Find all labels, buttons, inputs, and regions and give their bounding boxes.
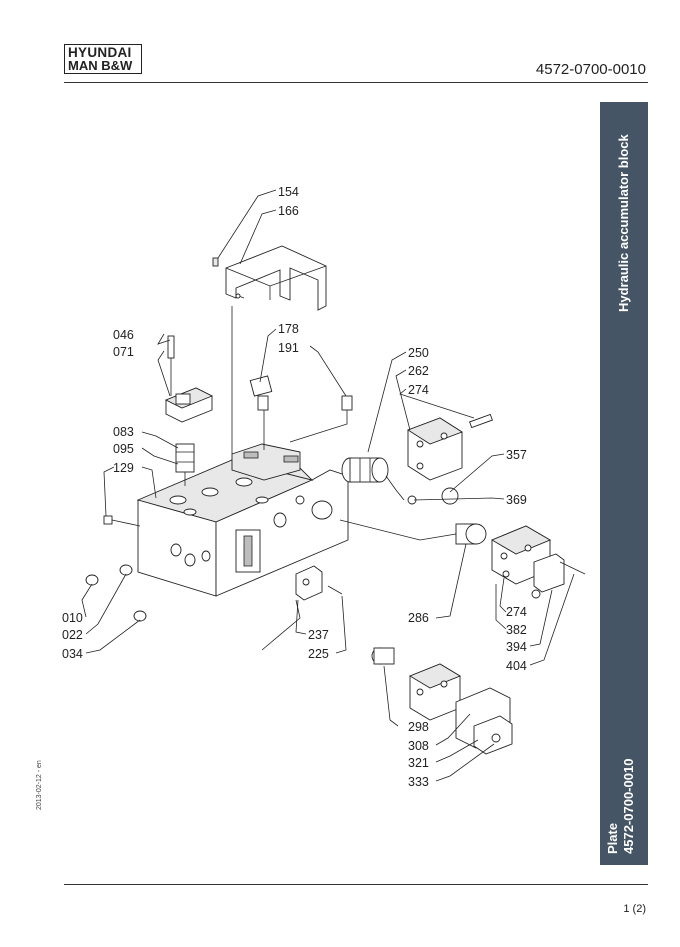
callout-333: 333	[408, 775, 429, 789]
footer-divider	[64, 884, 648, 885]
callout-022: 022	[62, 628, 83, 642]
callout-298: 298	[408, 720, 429, 734]
callout-046: 046	[113, 328, 134, 342]
logo-line-1: HYUNDAI	[68, 45, 132, 60]
cartridge-286	[455, 523, 487, 545]
callout-308: 308	[408, 739, 429, 753]
callout-262: 262	[408, 364, 429, 378]
screw-129	[103, 515, 141, 527]
callout-166: 166	[278, 204, 299, 218]
callout-071: 071	[113, 345, 134, 359]
callout-369: 369	[506, 493, 527, 507]
callout-404: 404	[506, 659, 527, 673]
logo-line-2: MAN B&W	[68, 58, 133, 73]
flange-valve-top	[406, 413, 493, 481]
callout-250: 250	[408, 346, 429, 360]
callout-178: 178	[278, 322, 299, 336]
leader-lines	[81, 189, 575, 782]
directional-valve	[164, 335, 214, 423]
callout-274-right: 274	[506, 605, 527, 619]
callout-034: 034	[62, 647, 83, 661]
callout-225: 225	[308, 647, 329, 661]
callout-237: 237	[308, 628, 329, 642]
lower-valve-stack	[371, 647, 513, 755]
seal-ring	[407, 487, 459, 505]
callout-095: 095	[113, 442, 134, 456]
cartridge-valve	[175, 443, 195, 486]
plugs-and-washers	[85, 564, 147, 622]
callout-382: 382	[506, 623, 527, 637]
small-valve-237	[295, 565, 343, 601]
callout-274-top: 274	[408, 383, 429, 397]
callout-394: 394	[506, 640, 527, 654]
callout-083: 083	[113, 425, 134, 439]
company-logo: HYUNDAI MAN B&W	[64, 44, 142, 74]
main-block	[136, 443, 349, 597]
pressure-sensor	[249, 375, 353, 450]
callout-129: 129	[113, 461, 134, 475]
cover-plate	[212, 245, 327, 311]
sidebar-panel	[600, 102, 648, 865]
header-divider	[64, 82, 648, 83]
callout-191: 191	[278, 341, 299, 355]
callout-357: 357	[506, 448, 527, 462]
callout-154: 154	[278, 185, 299, 199]
callout-321: 321	[408, 756, 429, 770]
callout-010: 010	[62, 611, 83, 625]
flange-valve-right	[490, 525, 586, 599]
accumulator-cartridge	[341, 457, 389, 483]
page-number: 1 (2)	[623, 903, 646, 915]
callout-286: 286	[408, 611, 429, 625]
callout-labels: 154 166 046 071 178 191 250 262 274 083 …	[62, 185, 527, 789]
document-number: 4572-0700-0010	[535, 61, 646, 78]
